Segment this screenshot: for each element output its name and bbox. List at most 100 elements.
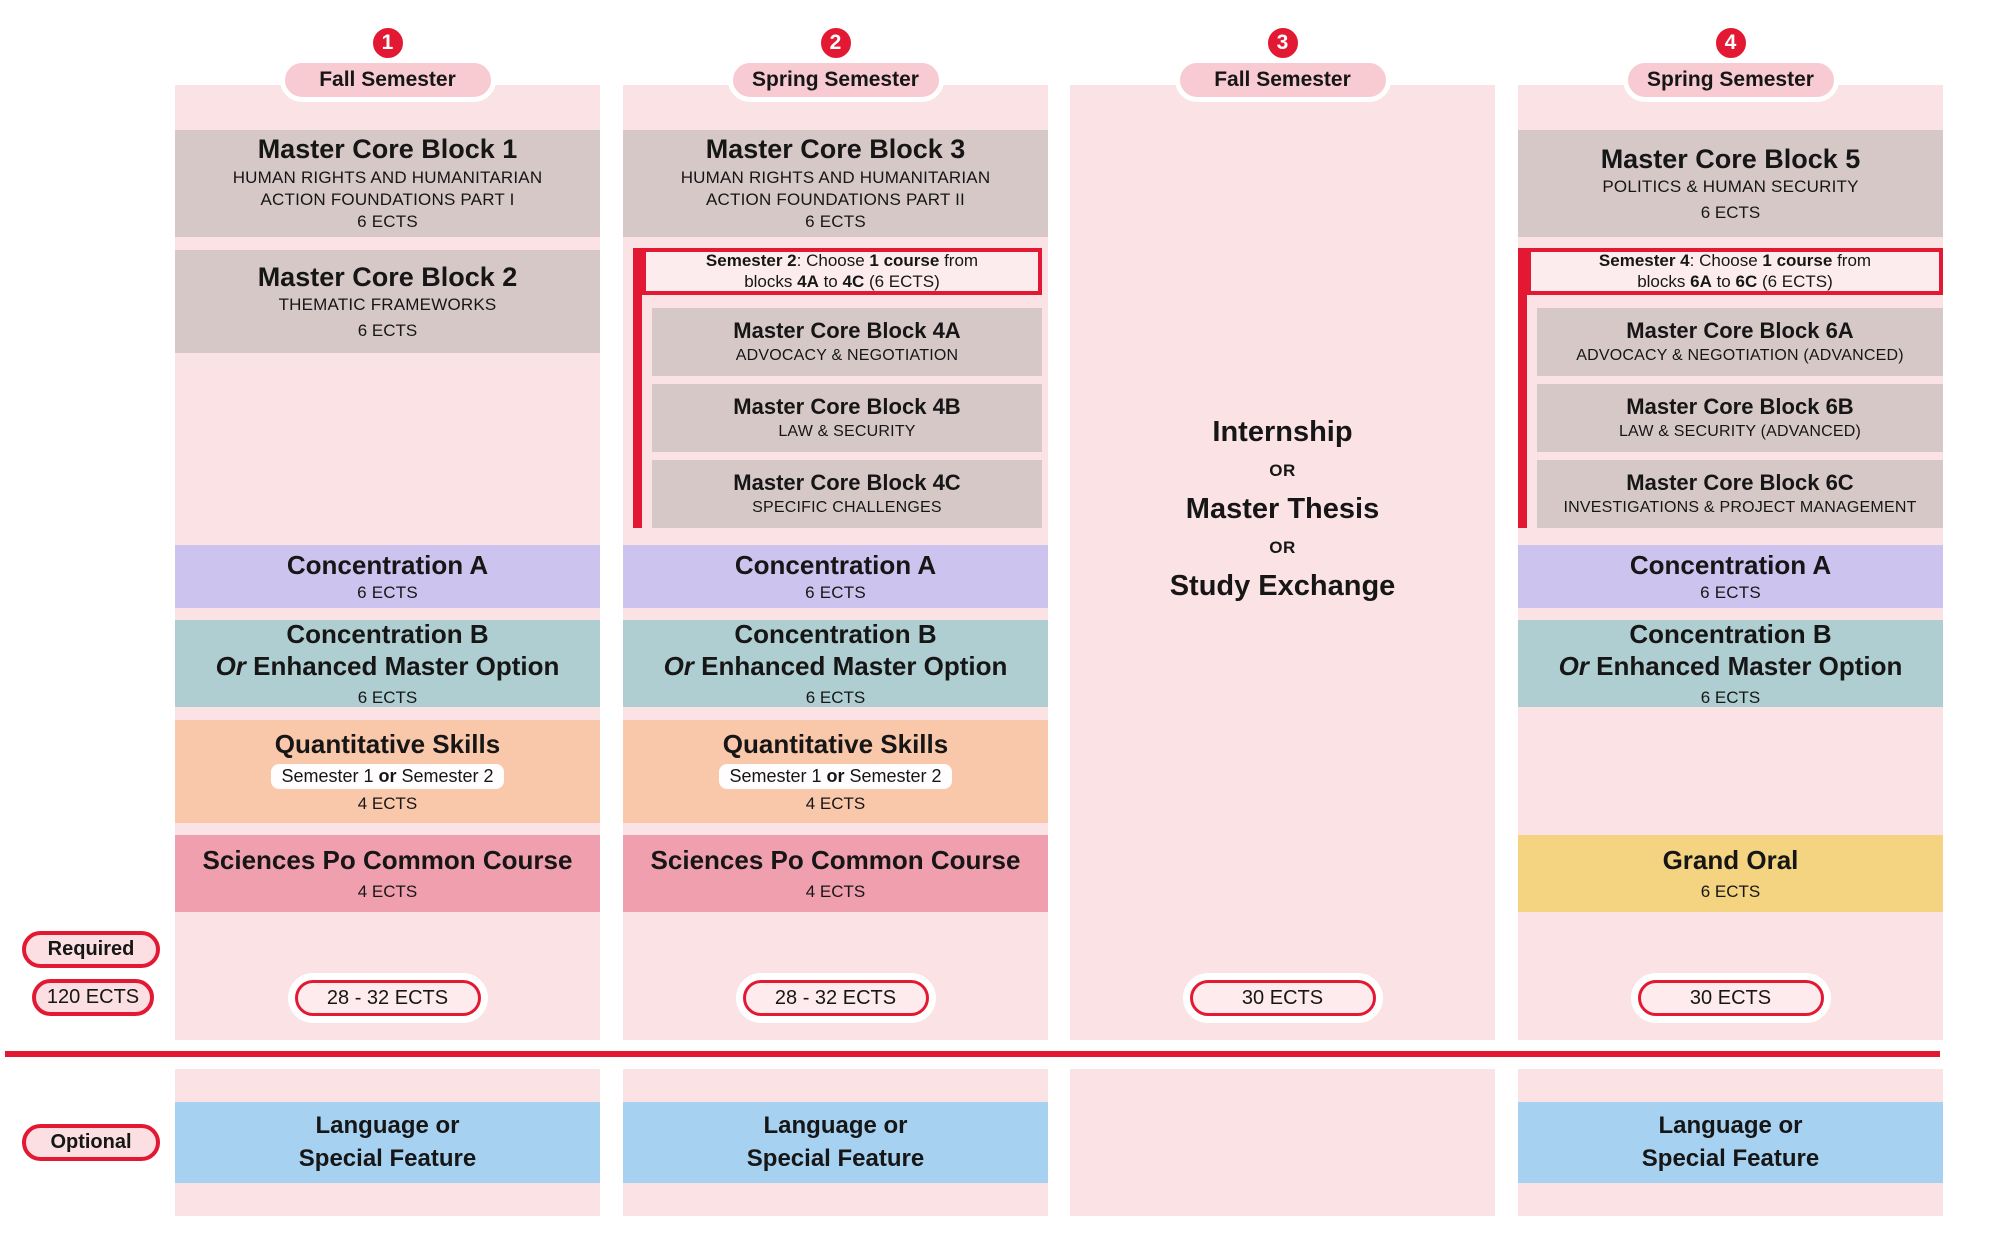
- semester-4-ects-pill: 30 ECTS: [1637, 980, 1824, 1016]
- block-ects: 6 ECTS: [357, 582, 418, 602]
- block-title: Master Core Block 4A: [733, 317, 961, 343]
- note-blk-a: 6A: [1690, 271, 1712, 291]
- block-ects: 6 ECTS: [357, 687, 418, 707]
- block-subtitle: ADVOCACY & NEGOTIATION (ADVANCED): [1576, 347, 1904, 365]
- block-title: Concentration A: [734, 550, 937, 581]
- choice-study-exchange: Study Exchange: [1169, 569, 1396, 602]
- note-t5: (6 ECTS): [1757, 271, 1833, 291]
- block-master-core-2: Master Core Block 2 THEMATIC FRAMEWORKS …: [175, 250, 600, 353]
- block-grand-oral: Grand Oral 6 ECTS: [1518, 835, 1943, 912]
- block-quantitative-skills: Quantitative Skills Semester 1 or Semest…: [175, 720, 600, 823]
- choice-internship: Internship: [1212, 416, 1353, 448]
- semester-3-pill: Fall Semester: [1174, 58, 1391, 102]
- block-title: Master Core Block 6A: [1626, 317, 1854, 343]
- semester-2-optional-block: Language or Special Feature: [623, 1069, 1048, 1216]
- note-blk-b: 6C: [1735, 271, 1758, 291]
- block-subtitle: INVESTIGATIONS & PROJECT MANAGEMENT: [1563, 499, 1917, 517]
- block-title-rest: Enhanced Master Option: [1588, 651, 1903, 682]
- semester-choice-highlight: Semester 1 or Semester 2: [719, 764, 952, 790]
- note-blk-a: 4A: [797, 271, 819, 291]
- block-quantitative-skills: Quantitative Skills Semester 1 or Semest…: [623, 720, 1048, 823]
- block-ects: 6 ECTS: [1700, 203, 1761, 223]
- block-title: Master Core Block 2: [257, 261, 518, 292]
- block-concentration-b: Concentration B Or Enhanced Master Optio…: [175, 619, 600, 707]
- semester-2-number-badge: 2: [816, 24, 855, 62]
- block-title: Master Core Block 1: [257, 134, 518, 165]
- block-title: Sciences Po Common Course: [650, 845, 1021, 876]
- semester-2-ects-pill: 28 - 32 ECTS: [742, 980, 929, 1016]
- block-ects: 6 ECTS: [357, 212, 418, 232]
- block-ects: 6 ECTS: [1700, 881, 1761, 901]
- required-label-text: Required: [47, 938, 135, 960]
- block-master-core-4c: Master Core Block 4C SPECIFIC CHALLENGES: [652, 460, 1042, 528]
- block-ects: 6 ECTS: [1700, 582, 1761, 602]
- block-title: Quantitative Skills: [274, 728, 501, 759]
- block-common-course: Sciences Po Common Course 4 ECTS: [623, 835, 1048, 912]
- block-title: Master Core Block 6B: [1626, 393, 1854, 419]
- note-t3: blocks: [744, 271, 798, 291]
- block-ects: 6 ECTS: [805, 687, 866, 707]
- optional-label-text: Optional: [50, 1131, 132, 1153]
- semester-4-optional-block: Language or Special Feature: [1518, 1069, 1943, 1216]
- or-separator: OR: [1269, 537, 1296, 557]
- note-t5: (6 ECTS): [864, 271, 940, 291]
- block-master-core-3: Master Core Block 3 HUMAN RIGHTS AND HUM…: [623, 130, 1048, 237]
- block-title: Master Core Block 4B: [733, 393, 961, 419]
- block-concentration-a: Concentration A 6 ECTS: [1518, 545, 1943, 608]
- block-concentration-b: Concentration B Or Enhanced Master Optio…: [623, 618, 1048, 707]
- block-concentration-a: Concentration A 6 ECTS: [623, 545, 1048, 608]
- or-word: Or: [663, 651, 694, 682]
- choose-note: Semester 4: Choose 1 course from blocks …: [1527, 248, 1943, 295]
- block-subtitle: SPECIFIC CHALLENGES: [752, 499, 942, 517]
- column-semester-3: 3 Fall Semester Internship OR Master The…: [1070, 0, 1495, 1255]
- required-label: Required: [22, 931, 160, 968]
- total-ects-label: 120 ECTS: [32, 979, 154, 1016]
- block-master-core-6b: Master Core Block 6B LAW & SECURITY (ADV…: [1537, 384, 1943, 452]
- block-master-core-5: Master Core Block 5 POLITICS & HUMAN SEC…: [1518, 130, 1943, 237]
- block-title: Concentration B: [734, 618, 937, 649]
- block-title-rest: Enhanced Master Option: [245, 651, 560, 682]
- block-subtitle: POLITICS & HUMAN SECURITY: [1602, 177, 1859, 197]
- semester-4-body: Master Core Block 5 POLITICS & HUMAN SEC…: [1518, 85, 1943, 1040]
- block-master-core-1: Master Core Block 1 HUMAN RIGHTS AND HUM…: [175, 130, 600, 237]
- semester-1-ects-pill: 28 - 32 ECTS: [294, 980, 481, 1016]
- language-special-feature-bar: Language or Special Feature: [623, 1102, 1048, 1183]
- lang-line2: Special Feature: [1641, 1144, 1820, 1172]
- choose-group-4a-4c: Semester 2: Choose 1 course from blocks …: [633, 248, 1042, 528]
- note-line1: Semester 4: Choose 1 course from: [1599, 251, 1871, 271]
- column-semester-2: 2 Spring Semester Master Core Block 3 HU…: [623, 0, 1048, 1255]
- block-ects: 4 ECTS: [357, 794, 418, 814]
- sem-b: Semester 2: [396, 766, 494, 787]
- block-master-core-4a: Master Core Block 4A ADVOCACY & NEGOTIAT…: [652, 308, 1042, 376]
- block-ects: 4 ECTS: [357, 881, 418, 901]
- block-ects: 6 ECTS: [805, 582, 866, 602]
- block-subtitle: LAW & SECURITY (ADVANCED): [1618, 423, 1862, 441]
- block-concentration-a: Concentration A 6 ECTS: [175, 545, 600, 608]
- semester-1-optional-block: Language or Special Feature: [175, 1069, 600, 1216]
- block-subtitle: HUMAN RIGHTS AND HUMANITARIAN: [232, 168, 543, 188]
- semester-2-body: Master Core Block 3 HUMAN RIGHTS AND HUM…: [623, 85, 1048, 1040]
- block-title-line2: Or Enhanced Master Option: [1559, 650, 1903, 683]
- note-course: 1 course: [1762, 251, 1833, 271]
- block-subtitle: HUMAN RIGHTS AND HUMANITARIAN: [680, 168, 991, 188]
- block-ects: 6 ECTS: [357, 321, 418, 341]
- lang-line1: Language or: [315, 1112, 460, 1140]
- block-subtitle: THEMATIC FRAMEWORKS: [278, 295, 497, 315]
- block-title: Grand Oral: [1662, 845, 1799, 876]
- choose-note: Semester 2: Choose 1 course from blocks …: [642, 248, 1042, 295]
- lang-line2: Special Feature: [298, 1144, 477, 1172]
- block-title: Master Core Block 3: [705, 134, 966, 165]
- lang-line2: Special Feature: [746, 1144, 925, 1172]
- note-t2: from: [1832, 251, 1872, 271]
- semester-1-pill: Fall Semester: [279, 58, 496, 102]
- block-subtitle: ADVOCACY & NEGOTIATION: [735, 347, 959, 365]
- note-t1: : Choose: [1689, 251, 1763, 271]
- total-ects-text: 120 ECTS: [46, 986, 140, 1008]
- semester-choice-highlight: Semester 1 or Semester 2: [271, 764, 504, 790]
- choice-master-thesis: Master Thesis: [1185, 492, 1380, 525]
- block-master-core-4b: Master Core Block 4B LAW & SECURITY: [652, 384, 1042, 452]
- semester-3-optional-block: [1070, 1069, 1495, 1216]
- block-title: Concentration A: [286, 550, 489, 581]
- note-sem: Semester 2: [705, 251, 797, 271]
